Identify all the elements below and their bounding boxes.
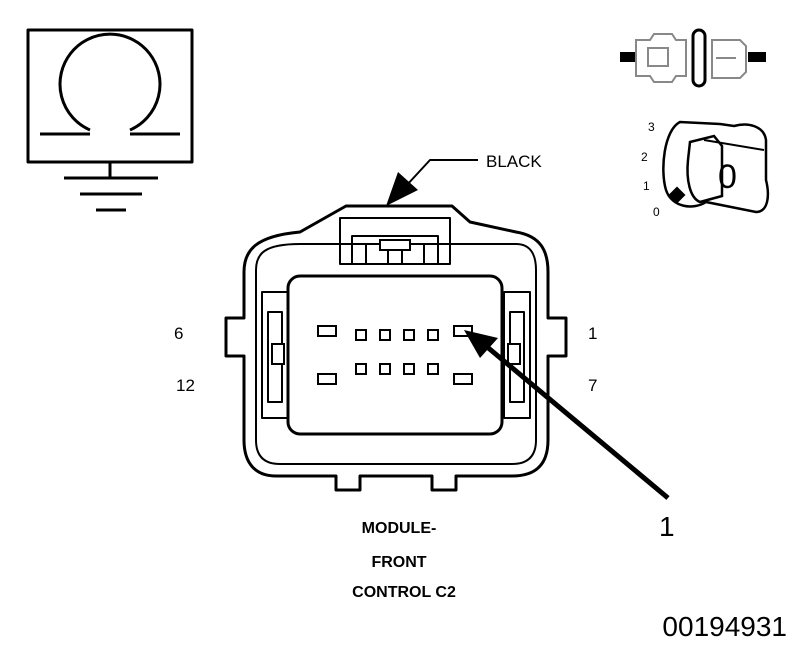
callout-number: 1 xyxy=(659,511,675,542)
disconnect-connector-icon xyxy=(620,28,766,88)
connector-face-diagram xyxy=(224,204,568,492)
connector-title-line-3: CONTROL C2 xyxy=(352,584,456,601)
pin-label-7: 7 xyxy=(588,376,597,395)
pin-label-6: 6 xyxy=(174,324,183,343)
key-position-1: 1 xyxy=(643,179,650,193)
key-position-0: 0 xyxy=(653,205,660,219)
wire-color-callout: BLACK xyxy=(386,152,542,206)
connector-title-line-2: FRONT xyxy=(371,554,426,571)
pin-label-1: 1 xyxy=(588,324,597,343)
key-position-3: 3 xyxy=(648,120,655,134)
key-label: 0 xyxy=(718,158,737,196)
connector-title-line-1: MODULE- xyxy=(362,520,437,537)
key-position-2: 2 xyxy=(641,150,648,164)
figure-number: 00194931 xyxy=(662,611,787,642)
ohmmeter-ground-icon xyxy=(26,28,194,212)
wire-color-label: BLACK xyxy=(486,152,542,171)
callout-arrow xyxy=(464,330,670,500)
pin-label-12: 12 xyxy=(176,376,195,395)
ignition-key-icon: 3 2 1 0 0 xyxy=(641,120,770,219)
